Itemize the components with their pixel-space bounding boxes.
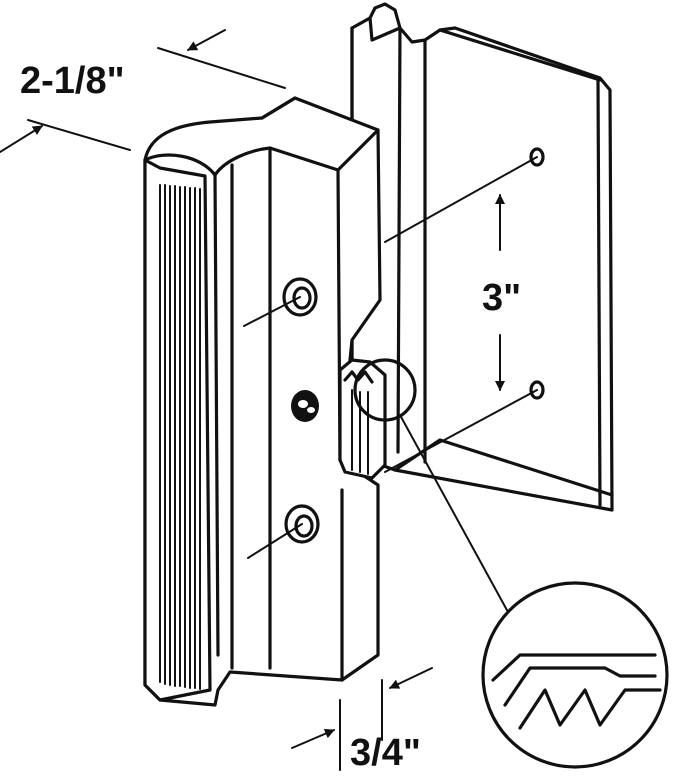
width-dimension: 2-1/8" xyxy=(0,29,286,153)
latch-insert xyxy=(338,358,387,480)
hole-spacing-dimension: 3" xyxy=(482,194,521,391)
depth-dimension: 3/4" xyxy=(291,667,433,774)
screw-guide-lines xyxy=(243,156,538,559)
depth-label: 3/4" xyxy=(350,732,421,774)
grip-ribs xyxy=(159,184,201,690)
width-label: 2-1/8" xyxy=(20,60,125,102)
handle-body xyxy=(143,96,387,707)
hole-spacing-label: 3" xyxy=(482,277,521,319)
detail-callout xyxy=(353,358,669,769)
mounting-plate xyxy=(350,2,614,512)
